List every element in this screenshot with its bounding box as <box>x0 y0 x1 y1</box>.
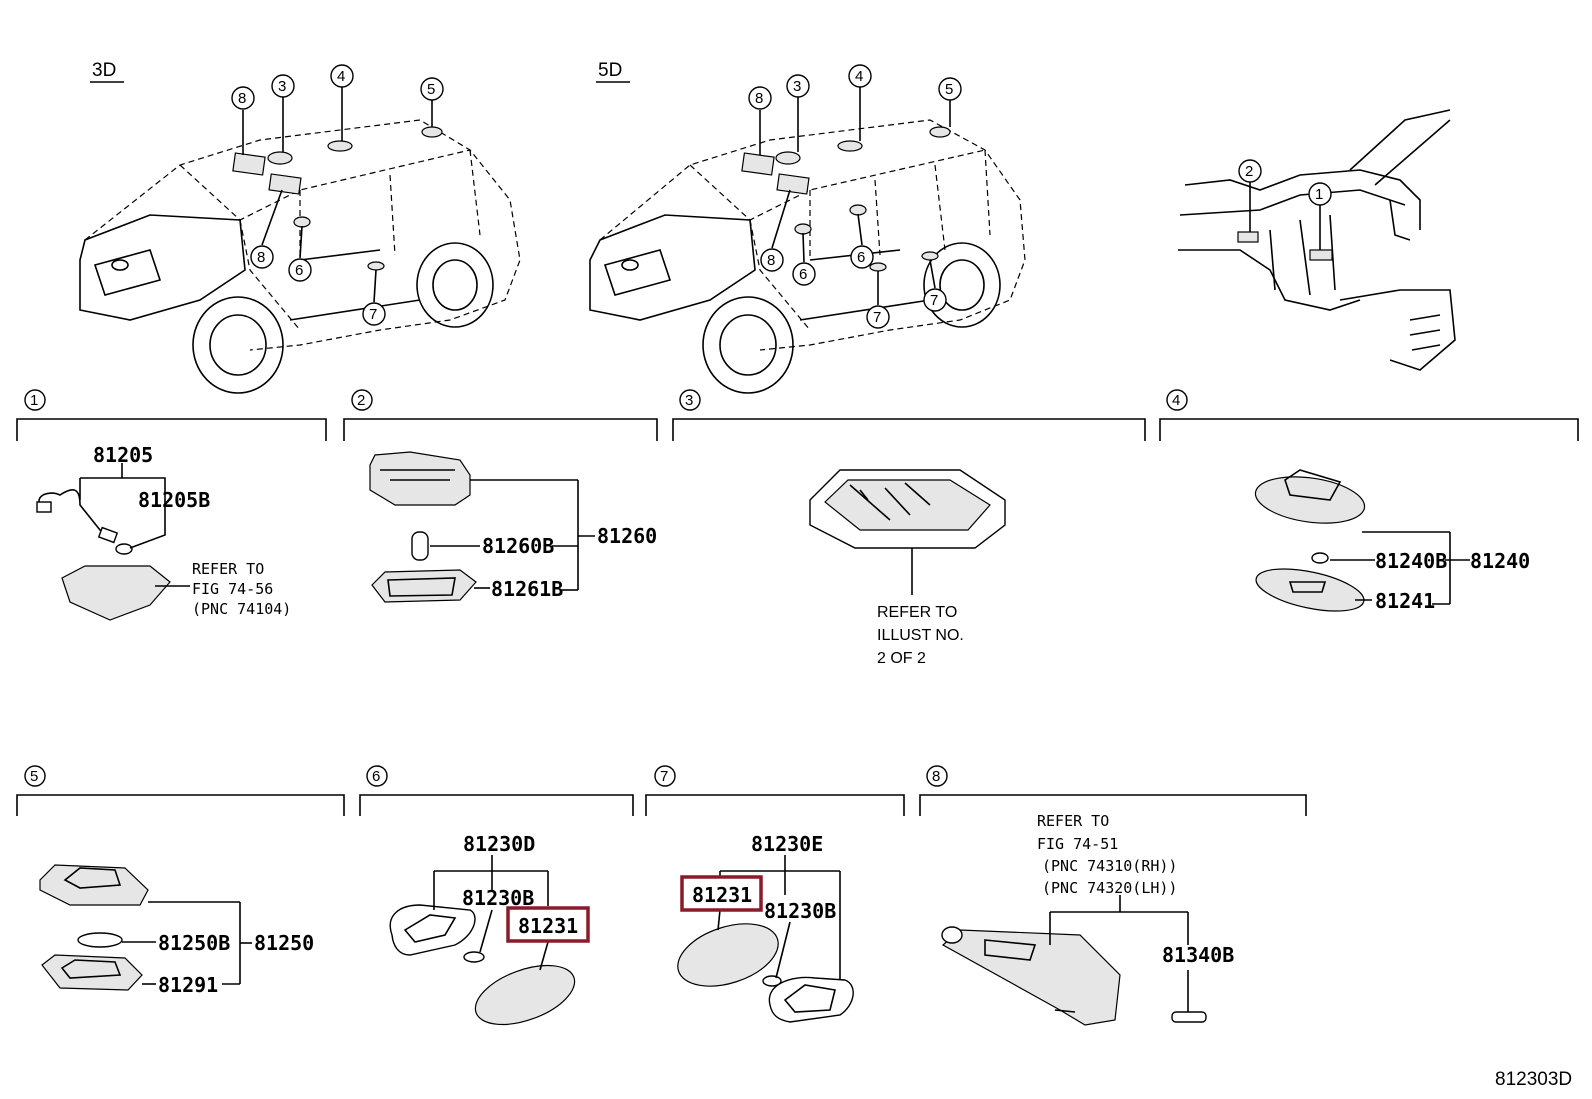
sec5-part-81250B: 81250B <box>158 931 230 955</box>
sec8-refer-line3: (PNC 74310(RH)) <box>1042 857 1177 875</box>
callout-3d-8b: 8 <box>257 249 265 266</box>
callout-dash-1: 1 <box>1315 186 1323 203</box>
section-3-number: 3 <box>685 392 693 409</box>
callout-3d-3: 3 <box>278 78 286 95</box>
callout-5d-8a: 8 <box>755 90 763 107</box>
section-3: REFER TO ILLUST NO. 2 OF 2 <box>809 469 1006 667</box>
vehicle-3door-illustration <box>79 87 521 394</box>
sec1-refer-line2: FIG 74-56 <box>192 580 273 598</box>
section-5: 81250B 81250 81291 <box>39 864 314 997</box>
callout-3d-7: 7 <box>369 306 377 323</box>
callouts-dash: 2 1 <box>1238 159 1332 206</box>
sec8-part-81340B: 81340B <box>1162 943 1234 967</box>
dashboard-illustration <box>1178 109 1456 371</box>
diagram-id: 812303D <box>1495 1069 1572 1090</box>
section-8: REFER TO FIG 74-51 (PNC 74310(RH)) (PNC … <box>941 812 1234 1026</box>
sec3-refer-line3: 2 OF 2 <box>877 650 926 667</box>
sec7-highlight-box <box>680 875 763 912</box>
section-1-number: 1 <box>30 392 38 409</box>
section-7: 81230E 81231 81230B <box>677 832 854 1023</box>
sec6-part-81231: 81231 <box>518 914 578 938</box>
sec1-part-81205B: 81205B <box>138 488 210 512</box>
sec6-part-81230D: 81230D <box>463 832 535 856</box>
sec5-part-81291: 81291 <box>158 973 218 997</box>
sec1-refer-line1: REFER TO <box>192 560 264 578</box>
callout-5d-7b: 7 <box>930 292 938 309</box>
callout-dash-2: 2 <box>1245 163 1253 180</box>
section-5-number: 5 <box>30 768 38 785</box>
sec2-part-81260B: 81260B <box>482 534 554 558</box>
callout-3d-8a: 8 <box>238 90 246 107</box>
sec6-highlight-box <box>506 906 590 943</box>
sec8-refer-line1: REFER TO <box>1037 812 1109 830</box>
callout-5d-8b: 8 <box>767 252 775 269</box>
sec1-refer-line3: (PNC 74104) <box>192 600 291 618</box>
callouts-5d: 8 3 4 5 8 6 6 7 7 <box>748 64 962 329</box>
callout-3d-4: 4 <box>337 68 345 85</box>
callout-5d-3: 3 <box>793 78 801 95</box>
section-7-number: 7 <box>660 768 668 785</box>
section-2-number: 2 <box>357 392 365 409</box>
callout-5d-4: 4 <box>855 68 863 85</box>
view-label-5d: 5D <box>598 60 622 81</box>
callout-3d-5: 5 <box>427 81 435 98</box>
sec2-part-81261B: 81261B <box>491 577 563 601</box>
callout-5d-6a: 6 <box>799 266 807 283</box>
sec8-refer-line4: (PNC 74320(LH)) <box>1042 879 1177 897</box>
section-6: 81230D 81230B 81231 <box>389 832 590 1026</box>
sec7-part-81230E: 81230E <box>751 832 823 856</box>
callout-5d-5: 5 <box>945 81 953 98</box>
sec7-part-81230B: 81230B <box>764 899 836 923</box>
callouts-3d: 8 3 4 5 8 6 7 <box>231 64 444 326</box>
section-8-number: 8 <box>932 768 940 785</box>
section-4: 81240B 81240 81241 <box>1254 469 1530 613</box>
sec3-refer-line2: ILLUST NO. <box>877 627 964 644</box>
section-headers-row2: 5 6 7 8 <box>16 765 1307 816</box>
section-2: 81260B 81260 81261B <box>369 451 657 603</box>
section-headers-row1: 1 2 3 4 <box>16 389 1579 441</box>
callout-5d-6b: 6 <box>857 249 865 266</box>
view-label-3d: 3D <box>92 60 116 81</box>
sec4-part-81240B: 81240B <box>1375 549 1447 573</box>
sec2-part-81260: 81260 <box>597 524 657 548</box>
sec8-refer-line2: FIG 74-51 <box>1037 835 1118 853</box>
sec7-part-81231: 81231 <box>692 883 752 907</box>
sec4-part-81241: 81241 <box>1375 589 1435 613</box>
section-1: 81205 81205B REFER TO FIG 74-56 (PNC 741… <box>36 443 291 621</box>
vehicle-5door-illustration <box>589 87 1026 394</box>
sec6-part-81230B: 81230B <box>462 886 534 910</box>
callout-3d-6: 6 <box>295 262 303 279</box>
sec5-part-81250: 81250 <box>254 931 314 955</box>
section-4-number: 4 <box>1172 392 1180 409</box>
sec1-part-81205: 81205 <box>93 443 153 467</box>
section-6-number: 6 <box>372 768 380 785</box>
sec4-part-81240: 81240 <box>1470 549 1530 573</box>
sec3-refer-line1: REFER TO <box>877 604 957 621</box>
callout-5d-7a: 7 <box>873 309 881 326</box>
